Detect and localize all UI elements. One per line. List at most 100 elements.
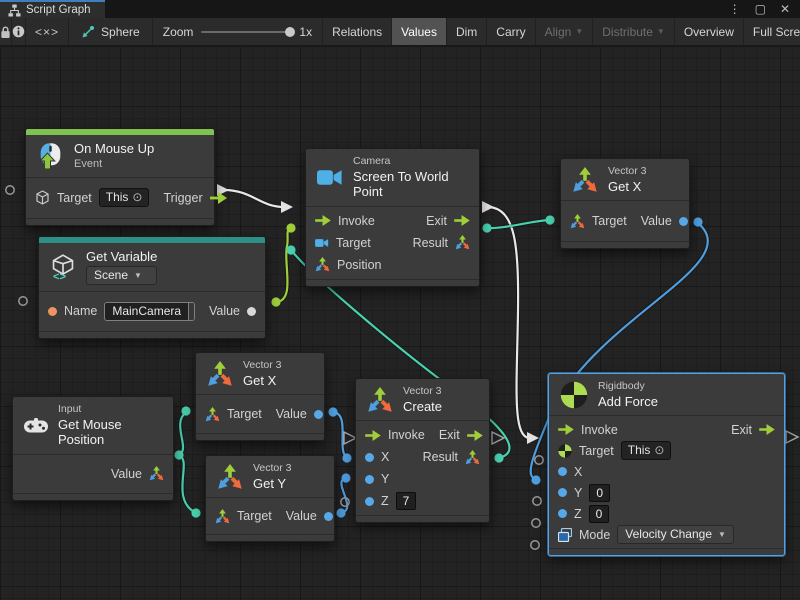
breadcrumb[interactable]: Sphere <box>69 18 153 45</box>
toolbar-button-carry[interactable]: Carry <box>487 18 536 45</box>
port-dot[interactable] <box>365 496 374 506</box>
port-label: Z <box>574 506 582 521</box>
value-port-empty[interactable] <box>534 455 544 465</box>
wire-end-port[interactable] <box>693 217 703 227</box>
node-footer <box>26 217 214 225</box>
maximize-icon[interactable]: ▢ <box>754 2 766 16</box>
wire-end-port[interactable] <box>328 407 338 417</box>
wire-end-port[interactable] <box>181 406 191 416</box>
value-dropdown[interactable]: MainCamera▼ <box>104 301 195 321</box>
inspect-button[interactable] <box>12 18 26 45</box>
wire-variable-value-to-camera-target[interactable] <box>274 226 293 304</box>
target-chip[interactable]: This⊙ <box>620 441 672 461</box>
port-dot[interactable] <box>365 452 374 462</box>
value-port-empty[interactable] <box>531 518 541 528</box>
port-dot[interactable] <box>247 306 256 316</box>
more-icon[interactable]: ⋮ <box>728 2 741 16</box>
value-field[interactable]: 0 <box>589 483 611 502</box>
zoom-slider[interactable] <box>201 26 296 37</box>
node-title: Get Y <box>253 475 287 491</box>
port-dot[interactable] <box>678 216 688 226</box>
port-dot[interactable] <box>48 306 57 316</box>
chip-value: This <box>105 190 129 205</box>
dropdown-value: MainCamera <box>112 303 182 318</box>
flow-port-empty[interactable] <box>491 430 506 446</box>
flow-port-connected[interactable] <box>281 201 293 213</box>
wire-end-port[interactable] <box>174 450 184 460</box>
value-field[interactable]: 7 <box>395 492 417 511</box>
value-dropdown[interactable]: Velocity Change▼ <box>617 525 734 545</box>
flow-port-empty[interactable] <box>343 430 358 446</box>
wire-end-port[interactable] <box>545 215 555 225</box>
wire-mouse-value-to-gety-target[interactable] <box>177 453 198 515</box>
wire-end-port[interactable] <box>494 453 504 463</box>
port-dot[interactable] <box>323 511 333 521</box>
value-port-empty[interactable] <box>532 496 542 506</box>
tab-title: Script Graph <box>26 4 91 16</box>
lock-button[interactable] <box>0 18 12 45</box>
toolbar-button-fullscreen[interactable]: Full Screen <box>752 24 800 39</box>
toolbar-button-distribute[interactable]: Distribute▼ <box>593 18 675 45</box>
port-dot[interactable] <box>365 474 374 484</box>
node-title: Add Force <box>598 393 658 409</box>
toolbar-button-relations[interactable]: Relations <box>323 18 393 45</box>
port-dot[interactable] <box>558 467 567 477</box>
toolbar-button-dim[interactable]: Dim <box>447 18 488 45</box>
value-port-empty[interactable] <box>530 540 540 550</box>
wire-end-port[interactable] <box>531 475 541 485</box>
toolbar-button-values[interactable]: Values <box>392 18 447 45</box>
toolbar-button-overview[interactable]: Overview <box>675 18 744 45</box>
graph-pointer-icon <box>81 25 95 39</box>
wire-end-port[interactable] <box>286 245 296 255</box>
node-kind-dropdown[interactable]: Scene▼ <box>86 265 158 285</box>
wire-getx-value-to-addforce-x[interactable] <box>529 221 709 481</box>
tab-script-graph[interactable]: Script Graph <box>0 0 105 18</box>
wire-end-port[interactable] <box>341 473 351 483</box>
value-port-empty[interactable] <box>340 497 350 507</box>
toolbar-button-align[interactable]: Align▼ <box>536 18 594 45</box>
wire-camera-result-to-getx-target[interactable] <box>485 218 552 230</box>
wire-end-port[interactable] <box>336 508 346 518</box>
flow-port-connected[interactable] <box>527 432 539 444</box>
port-dot[interactable] <box>558 488 567 498</box>
wire-end-port[interactable] <box>482 223 492 233</box>
flow-port-empty[interactable] <box>785 429 800 445</box>
wire-camera-exit-to-addforce-invoke[interactable] <box>487 205 531 440</box>
cube-icon <box>35 190 50 205</box>
port-dot[interactable] <box>558 509 567 519</box>
value-port-empty[interactable] <box>5 185 15 195</box>
port-dot[interactable] <box>313 409 323 419</box>
port-label: X <box>574 464 583 479</box>
code-preview-button[interactable]: <×> <box>26 18 70 45</box>
wire-end-port[interactable] <box>342 453 352 463</box>
wire-end-port[interactable] <box>271 297 281 307</box>
value-field[interactable]: 0 <box>588 504 610 523</box>
wire-trigger-to-camera-invoke[interactable] <box>222 188 286 209</box>
dropdown-value: Scene <box>94 267 129 282</box>
target-chip[interactable]: This⊙ <box>98 188 150 208</box>
flow-port-connected[interactable] <box>482 201 494 213</box>
flow-port-connected[interactable] <box>217 184 229 196</box>
wire-end-port[interactable] <box>191 508 201 518</box>
value-port-empty[interactable] <box>18 296 28 306</box>
wire-end-port[interactable] <box>286 223 296 233</box>
zoom-slider-handle[interactable] <box>285 26 296 37</box>
close-icon[interactable]: ✕ <box>779 2 790 16</box>
